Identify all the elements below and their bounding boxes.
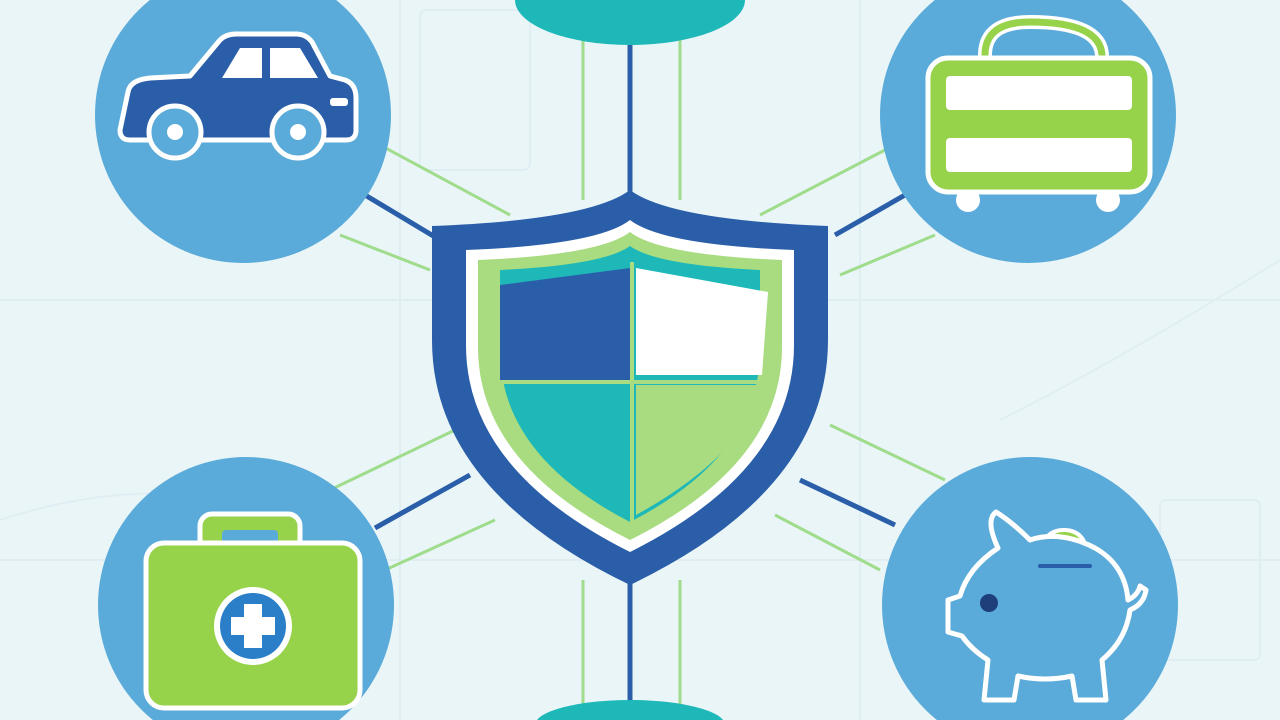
connector-line	[384, 518, 496, 572]
connector-line	[798, 477, 897, 528]
node-savings	[882, 457, 1178, 720]
navy-connectors	[363, 30, 907, 720]
node-top	[515, 0, 745, 45]
medical-kit-icon	[143, 511, 363, 711]
car-icon	[117, 31, 359, 161]
connector-line	[379, 143, 511, 217]
connector-line	[759, 148, 886, 217]
connector-line	[339, 233, 431, 272]
suitcase-icon	[925, 14, 1153, 212]
node-circle	[536, 700, 724, 720]
connector-line	[829, 423, 946, 482]
node-health	[98, 457, 394, 720]
node-auto	[95, 0, 391, 263]
connector-line	[833, 192, 907, 238]
node-travel	[880, 0, 1176, 263]
connector-line	[839, 233, 936, 277]
shield-quadrant	[500, 268, 630, 380]
node-circle	[515, 0, 745, 45]
connector-line	[774, 513, 881, 572]
shield-quadrant	[636, 385, 762, 515]
connector-line	[329, 428, 456, 492]
piggy-bank-icon	[945, 509, 1149, 703]
shield-icon	[432, 190, 828, 585]
shield-quadrant	[512, 385, 628, 505]
node-bottom	[536, 700, 724, 720]
connector-line	[373, 472, 472, 531]
green-connectors	[329, 40, 946, 720]
shield-quadrant	[636, 268, 768, 375]
connector-line	[363, 192, 442, 243]
